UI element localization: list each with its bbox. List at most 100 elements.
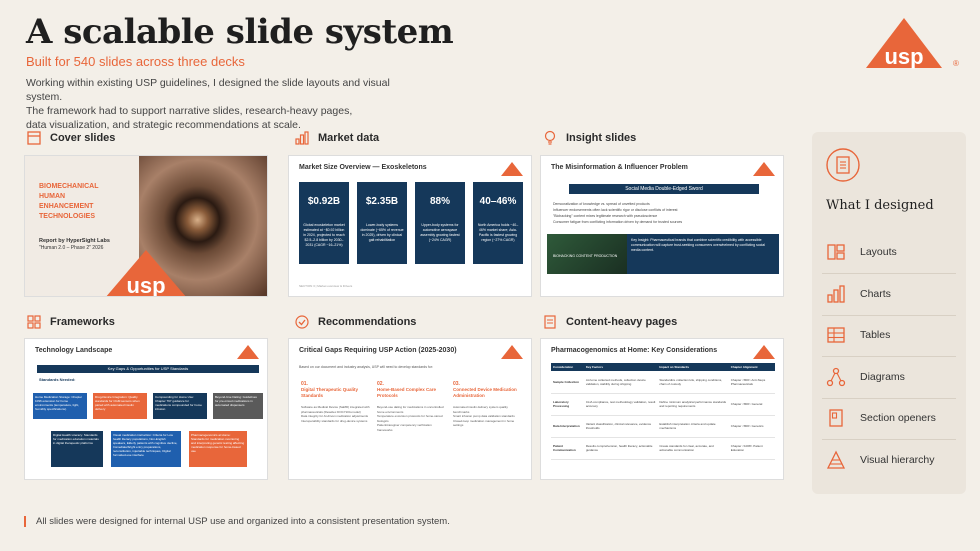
rec-item: Data integrity for AI-driven medication … [301, 414, 369, 418]
framework-box: Digital Health Literacy: Standards for m… [51, 431, 103, 467]
table-header: Key Factors [583, 363, 658, 371]
insight-bullets: Democratization of knowledge vs. spread … [553, 201, 773, 225]
sidebar-heading: What I designed [826, 198, 934, 213]
framework-box: Pharmacogenomics at Home: Standards for … [189, 431, 247, 467]
table-cell: Standardize collection kits, shipping co… [657, 371, 729, 394]
stat-value: 40–46% [479, 196, 517, 207]
stat-desc: Lower-body systems dominate (~65% of rev… [360, 223, 404, 242]
stat-desc: Upper-body systems for automotive aerosp… [420, 223, 460, 242]
sidebar-item-label: Section openers [860, 412, 936, 424]
rec-item: Smart infusion pump data validation stan… [453, 414, 515, 418]
stat-box: 40–46%North America holds ~40–46% market… [473, 182, 523, 264]
cover-logo-text: usp [126, 273, 165, 297]
cover-slide-card: BIOMECHANICAL HUMAN ENHANCEMENT TECHNOLO… [24, 155, 268, 297]
sidebar-item-label: Visual hierarchy [860, 454, 935, 466]
check-circle-icon [295, 315, 309, 329]
rec-num: 03. [453, 381, 460, 387]
section-label: Cover slides [50, 132, 116, 144]
table-cell: Chapter <800> General [728, 393, 775, 416]
rec-intro: Based on our document and industry analy… [299, 365, 433, 369]
table-cell: Sample Collection [551, 371, 584, 394]
divider [822, 356, 956, 357]
section-frameworks: Frameworks [26, 314, 115, 330]
insight-slide-card: The Misinformation & Influencer Problem … [540, 155, 784, 297]
table-cell: Chapter <800> Genetics [728, 415, 775, 438]
table-cell: Laboratory Processing [551, 393, 584, 416]
rec-item: Software as Medical Device (SaMD) integr… [301, 405, 370, 414]
rec-column: 01. Digital Therapeutic Quality Standard… [301, 381, 371, 423]
table-header: Consideration [551, 363, 584, 371]
insight-bar: Social Media Double-Edged Sword [569, 184, 759, 194]
sidebar-item-label: Layouts [860, 246, 897, 258]
what-i-designed-panel: What I designed Layouts Charts Tables Di… [812, 132, 966, 494]
table-cell: Patient Communication [551, 437, 584, 460]
stat-value: 88% [429, 196, 450, 207]
frame-bar: Key Gaps & Opportunities for USP Standar… [37, 365, 259, 373]
usp-logo: usp ® [866, 18, 959, 69]
frame-title: Technology Landscape [35, 347, 113, 354]
diagram-icon [826, 367, 846, 387]
section-label: Frameworks [50, 316, 115, 328]
market-footer: SECTION 3 | Market overview & Drivers [299, 284, 353, 288]
grid-layout-icon [27, 315, 41, 329]
divider [822, 439, 956, 440]
insight-panel: BIOHACKING CONTENT PRODUCTION Key Insigh… [547, 234, 779, 274]
sidebar-item-tables: Tables [826, 325, 954, 345]
stat-box: 88% Upper-body systems for automotive aer… [415, 182, 465, 264]
intro-line: data visualization, and strategic recomm… [26, 119, 301, 131]
rec-col-title: Home-Based Complex Care Protocols [377, 387, 437, 398]
framework-box: Visual medication instruction: Criteria … [111, 431, 181, 467]
rec-item: Beyond-use dating for medications in unc… [377, 405, 444, 414]
bullet: Consumer fatigue from conflicting inform… [553, 220, 683, 224]
table-cell: Data Interpretation [551, 415, 584, 438]
table-cell: Results comprehension, health literacy, … [583, 437, 658, 460]
rec-col-title: Digital Therapeutic Quality Standards [301, 387, 359, 398]
recommendations-slide-card: Critical Gaps Requiring USP Action (2025… [288, 338, 532, 480]
rec-col-title: Connected Device Medication Administrati… [453, 387, 517, 398]
rec-column: 03. Connected Device Medication Administ… [453, 381, 523, 428]
cover-title-line: ENHANCEMENT [39, 203, 94, 210]
standards-needed: Standards Needed: [39, 377, 76, 382]
clipboard-list-icon [826, 148, 860, 182]
market-title: Market Size Overview — Exoskeletons [299, 164, 427, 171]
framework-box: Beyond-Use Dating: Guidelines for pre-mi… [213, 393, 263, 419]
stat-value: $2.35B [365, 196, 399, 207]
table-header: Impact on Standards [657, 363, 729, 371]
sidebar-item-section-openers: Section openers [826, 408, 954, 428]
chart-icon [827, 285, 845, 303]
table-cell: Define minimum analytical performance st… [657, 393, 729, 416]
table-cell: CLIA compliance, test methodology valida… [583, 393, 658, 416]
rec-item: Interoperability standards for drug-devi… [301, 418, 368, 423]
page-subtitle: Built for 540 slides across three decks [26, 54, 245, 69]
stat-box: $2.35B Lower-body systems dominate (~65% … [357, 182, 407, 264]
divider [822, 315, 956, 316]
rec-num: 01. [301, 381, 308, 387]
cover-title: BIOMECHANICAL HUMAN ENHANCEMENT TECHNOLO… [39, 182, 139, 222]
framework-box: Compounding for Home Use: Chapter 797 gu… [153, 393, 207, 419]
rec-num: 02. [377, 381, 384, 387]
table-cell: Create standards for clear, accurate, an… [657, 437, 729, 460]
stat-desc: Global exoskeleton market estimated at ~… [303, 223, 345, 247]
page-title: A scalable slide system [26, 12, 454, 52]
section-market: Market data [294, 130, 379, 146]
intro-line: The framework had to support narrative s… [26, 105, 353, 117]
rec-column: 02. Home-Based Complex Care Protocols Be… [377, 381, 447, 432]
sidebar-item-visual-hierarchy: Visual hierarchy [826, 450, 954, 470]
insight-title: The Misinformation & Influencer Problem [551, 164, 688, 171]
sidebar-item-label: Tables [860, 329, 891, 341]
cover-report: Report by HyperSight Labs "Human 2.0 – P… [39, 238, 110, 252]
divider [822, 273, 956, 274]
section-label: Content-heavy pages [566, 316, 678, 328]
intro-text: Working within existing USP guidelines, … [26, 76, 426, 132]
usp-mini-logo [237, 345, 259, 359]
sidebar-item-charts: Charts [826, 284, 954, 304]
report-by: Report by HyperSight Labs [39, 238, 110, 244]
logo-registered: ® [953, 59, 959, 68]
footer-note: All slides were designed for internal US… [24, 516, 450, 527]
table-cell: Chapter <800> Anti-Steps Pharmaceuticals [728, 371, 775, 394]
document-icon [544, 315, 556, 329]
rec-item: Closed-loop medication management in hom… [453, 418, 515, 428]
bullet: Influencer endorsements often lack scien… [553, 208, 678, 212]
